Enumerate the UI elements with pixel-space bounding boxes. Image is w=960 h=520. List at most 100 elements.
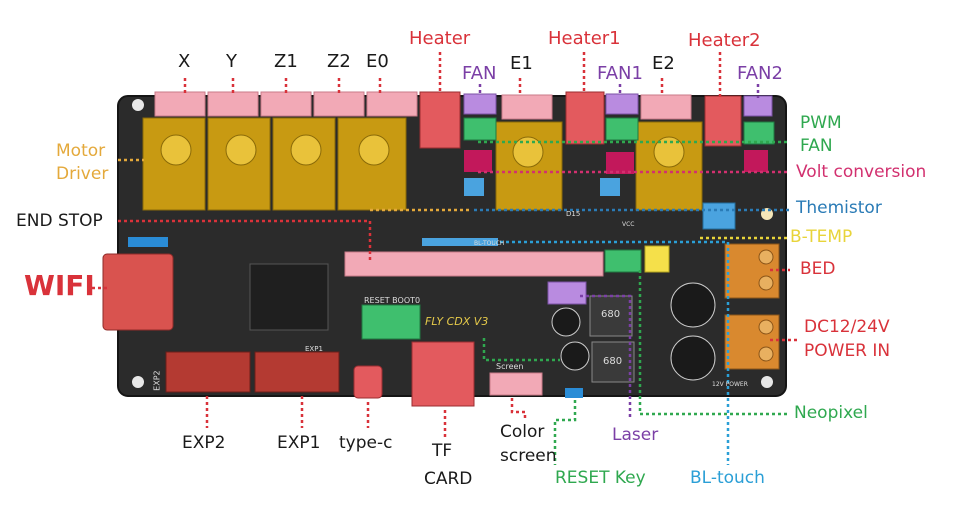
pwm-fan1-connector: [605, 117, 639, 141]
capacitor: [653, 136, 685, 168]
board-name-silkscreen: FLY CDX V3: [425, 315, 489, 328]
blue-jumper: [128, 237, 168, 247]
terminal-screw: [758, 346, 774, 362]
label-tf-card-line2: CARD: [424, 469, 473, 489]
b-temp-connector: [644, 245, 670, 273]
capacitor: [225, 134, 257, 166]
capacitor: [160, 134, 192, 166]
big-capacitor: [670, 335, 716, 381]
inductor: [589, 295, 633, 337]
label-tf-card-line1: TF: [432, 441, 453, 461]
fans: [463, 93, 775, 174]
label-fan: FAN: [462, 63, 497, 84]
type-c-port: [353, 365, 383, 399]
pointer-neopixel: [638, 270, 790, 416]
label-neopixel: Neopixel: [794, 403, 868, 423]
inductor-label: 680: [601, 309, 621, 320]
wifi-module: [102, 253, 174, 331]
thermistor: [600, 178, 620, 196]
connector-x: [154, 91, 206, 117]
inductor: [591, 341, 635, 383]
exp1-connector: [254, 351, 340, 393]
connector-e2: [640, 94, 692, 120]
label-type-c: type-c: [339, 433, 393, 453]
fan-connector: [463, 93, 497, 115]
pointer-reset-key: [553, 400, 577, 465]
label-fan2: FAN2: [737, 63, 783, 84]
reset-key: [565, 388, 583, 398]
capacitor: [290, 134, 322, 166]
label-heater2: Heater2: [688, 30, 761, 51]
fan1-connector: [605, 93, 639, 115]
pointer-lines: [92, 52, 800, 465]
heater-connector: [419, 91, 461, 149]
label-wifi: WIFI: [24, 269, 95, 302]
inductor-label: 680: [603, 356, 623, 367]
connector-z1: [260, 91, 312, 117]
connector-y: [207, 91, 259, 117]
label-power-in-line1: DC12/24V: [804, 317, 890, 337]
color-screen-connector: [489, 372, 543, 396]
laser-connector: [547, 281, 587, 305]
pwm-fan-connector: [463, 117, 497, 141]
label-end-stop: END STOP: [16, 211, 103, 231]
label-e0: E0: [366, 51, 389, 72]
pointer-color-screen-link: [482, 338, 560, 362]
label-x: X: [178, 51, 191, 72]
reset-boot-buttons: [361, 304, 421, 340]
label-color-screen-line2: screen: [500, 446, 557, 466]
label-pwm-fan-line2: FAN: [800, 136, 833, 156]
reset-boot-silkscreen: RESET BOOT0: [364, 296, 421, 305]
endstop-headers: [344, 251, 604, 277]
thermistor: [464, 178, 484, 196]
pointer-laser: [580, 294, 632, 418]
capacitor: [560, 341, 590, 371]
exp2-silkscreen: EXP2: [152, 370, 162, 391]
thermistor-connectors: [464, 178, 736, 273]
volt-conversion-jumper: [606, 152, 634, 174]
motor-drivers: [142, 117, 703, 211]
bl-touch-header: [422, 238, 498, 246]
big-capacitor: [670, 282, 716, 328]
label-pwm-fan-line1: PWM: [800, 113, 842, 133]
label-e2: E2: [652, 53, 675, 74]
label-motor-driver-line2: Driver: [56, 164, 109, 184]
connector-z2: [313, 91, 365, 117]
screen-silkscreen: Screen: [496, 362, 524, 371]
terminal-screw: [758, 249, 774, 265]
volt-conversion-jumper: [744, 150, 768, 172]
label-y: Y: [226, 51, 237, 72]
neopixel-connector: [604, 249, 642, 273]
power-silkscreen: 12V POWER: [712, 381, 748, 388]
label-motor-driver-line1: Motor: [56, 141, 106, 161]
heaters: [419, 91, 742, 149]
label-z1: Z1: [274, 51, 298, 72]
label-heater1: Heater1: [548, 28, 621, 49]
mcu-chip: [249, 263, 329, 331]
label-exp1: EXP1: [277, 433, 321, 453]
label-fan1: FAN1: [597, 63, 643, 84]
label-b-temp: B-TEMP: [790, 227, 853, 247]
exp1-silkscreen: EXP1: [305, 345, 323, 353]
pointer-color-screen: [510, 398, 527, 420]
mounting-hole: [132, 99, 144, 111]
stepper-connectors: [154, 91, 692, 120]
pointer-end-stop: [118, 219, 372, 260]
label-heater: Heater: [409, 28, 471, 49]
label-color-screen-line1: Color: [500, 422, 545, 442]
exp2-connector: [165, 351, 251, 393]
label-power-in-line2: POWER IN: [804, 341, 891, 361]
label-volt-conversion: Volt conversion: [796, 162, 927, 182]
label-themistor: Themistor: [796, 198, 882, 218]
label-e1: E1: [510, 53, 533, 74]
heater2-connector: [704, 95, 742, 147]
heater1-connector: [565, 91, 605, 145]
label-bed: BED: [800, 259, 836, 279]
fan2-connector: [743, 95, 773, 117]
d15-silkscreen: D15: [566, 210, 581, 218]
terminal-screw: [758, 319, 774, 335]
pointer-bl-touch: [494, 240, 730, 465]
connector-e1: [501, 94, 553, 120]
capacitor: [358, 134, 390, 166]
pwm-fan2-connector: [743, 121, 775, 145]
